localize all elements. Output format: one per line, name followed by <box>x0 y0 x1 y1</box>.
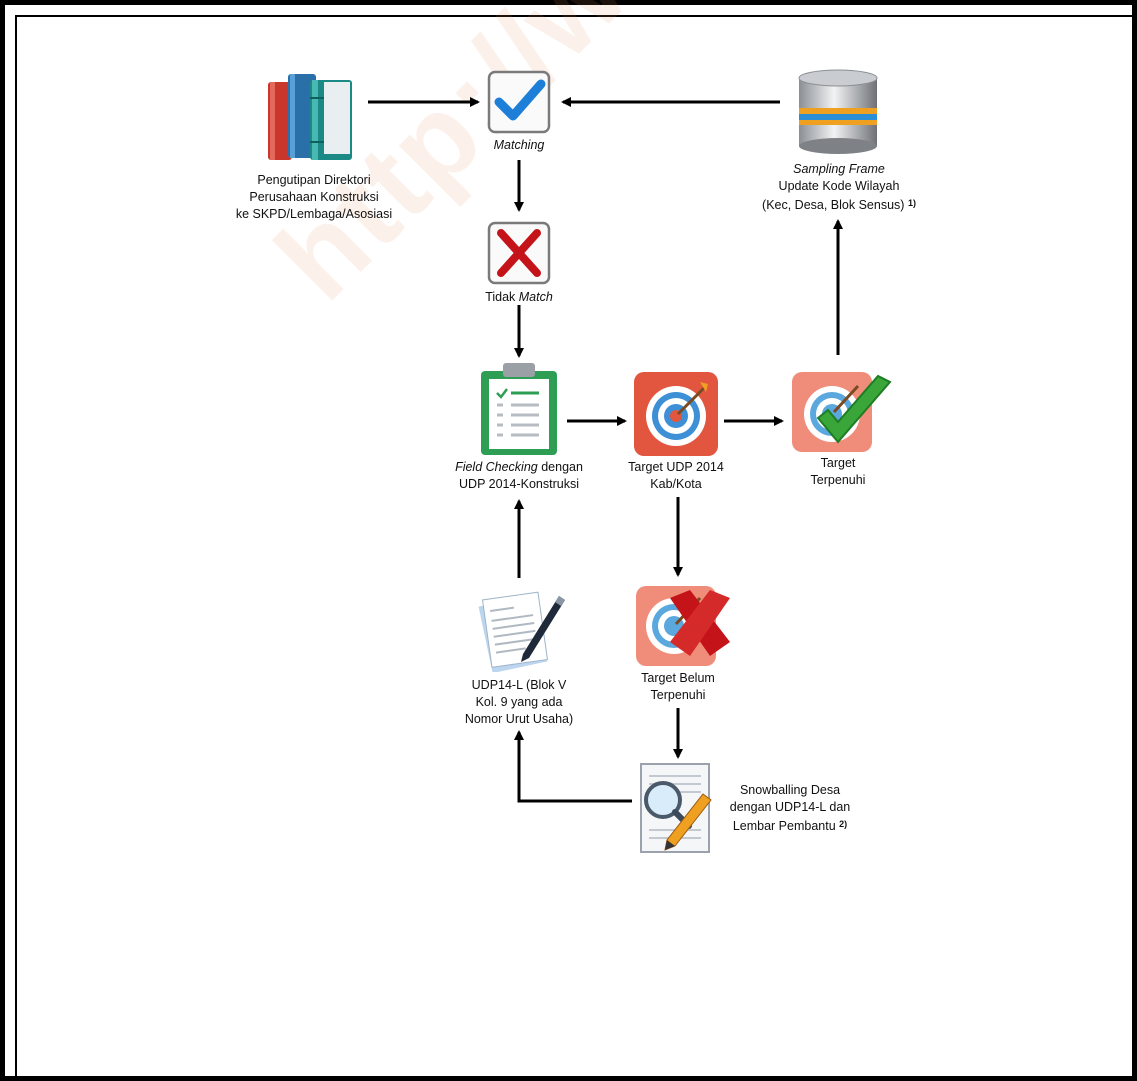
matching-label: Matching <box>493 138 545 152</box>
target-belum-label: Target Belum Terpenuhi <box>641 671 715 702</box>
target-terpenuhi-label: Target Terpenuhi <box>810 456 866 487</box>
document-pen-icon <box>473 588 569 674</box>
snowballing-label: Snowballing Desa dengan UDP14-L dan Lemb… <box>729 783 851 833</box>
target-udp-label: Target UDP 2014 Kab/Kota <box>628 460 724 491</box>
field-checking-label: Field Checking dengan UDP 2014-Konstruks… <box>455 460 583 491</box>
arrow-snowballing-to-udp14l <box>514 730 632 803</box>
books-icon <box>264 68 358 164</box>
cross-icon <box>487 221 551 285</box>
target-icon <box>634 372 718 456</box>
inner-frame <box>15 15 1137 1081</box>
target-check-icon <box>790 370 898 454</box>
tidak-match-label: Tidak Match <box>485 290 553 304</box>
magnifier-document-icon <box>633 760 717 856</box>
books-label: Pengutipan Direktori Perusahaan Konstruk… <box>235 173 393 221</box>
target-cross-icon <box>634 584 744 668</box>
checkmark-icon <box>487 70 551 134</box>
database-label: Sampling Frame Update Kode Wilayah (Kec,… <box>762 162 916 212</box>
clipboard-icon <box>477 361 561 457</box>
udp14l-label: UDP14-L (Blok V Kol. 9 yang ada Nomor Ur… <box>464 678 574 726</box>
database-icon <box>795 68 881 156</box>
